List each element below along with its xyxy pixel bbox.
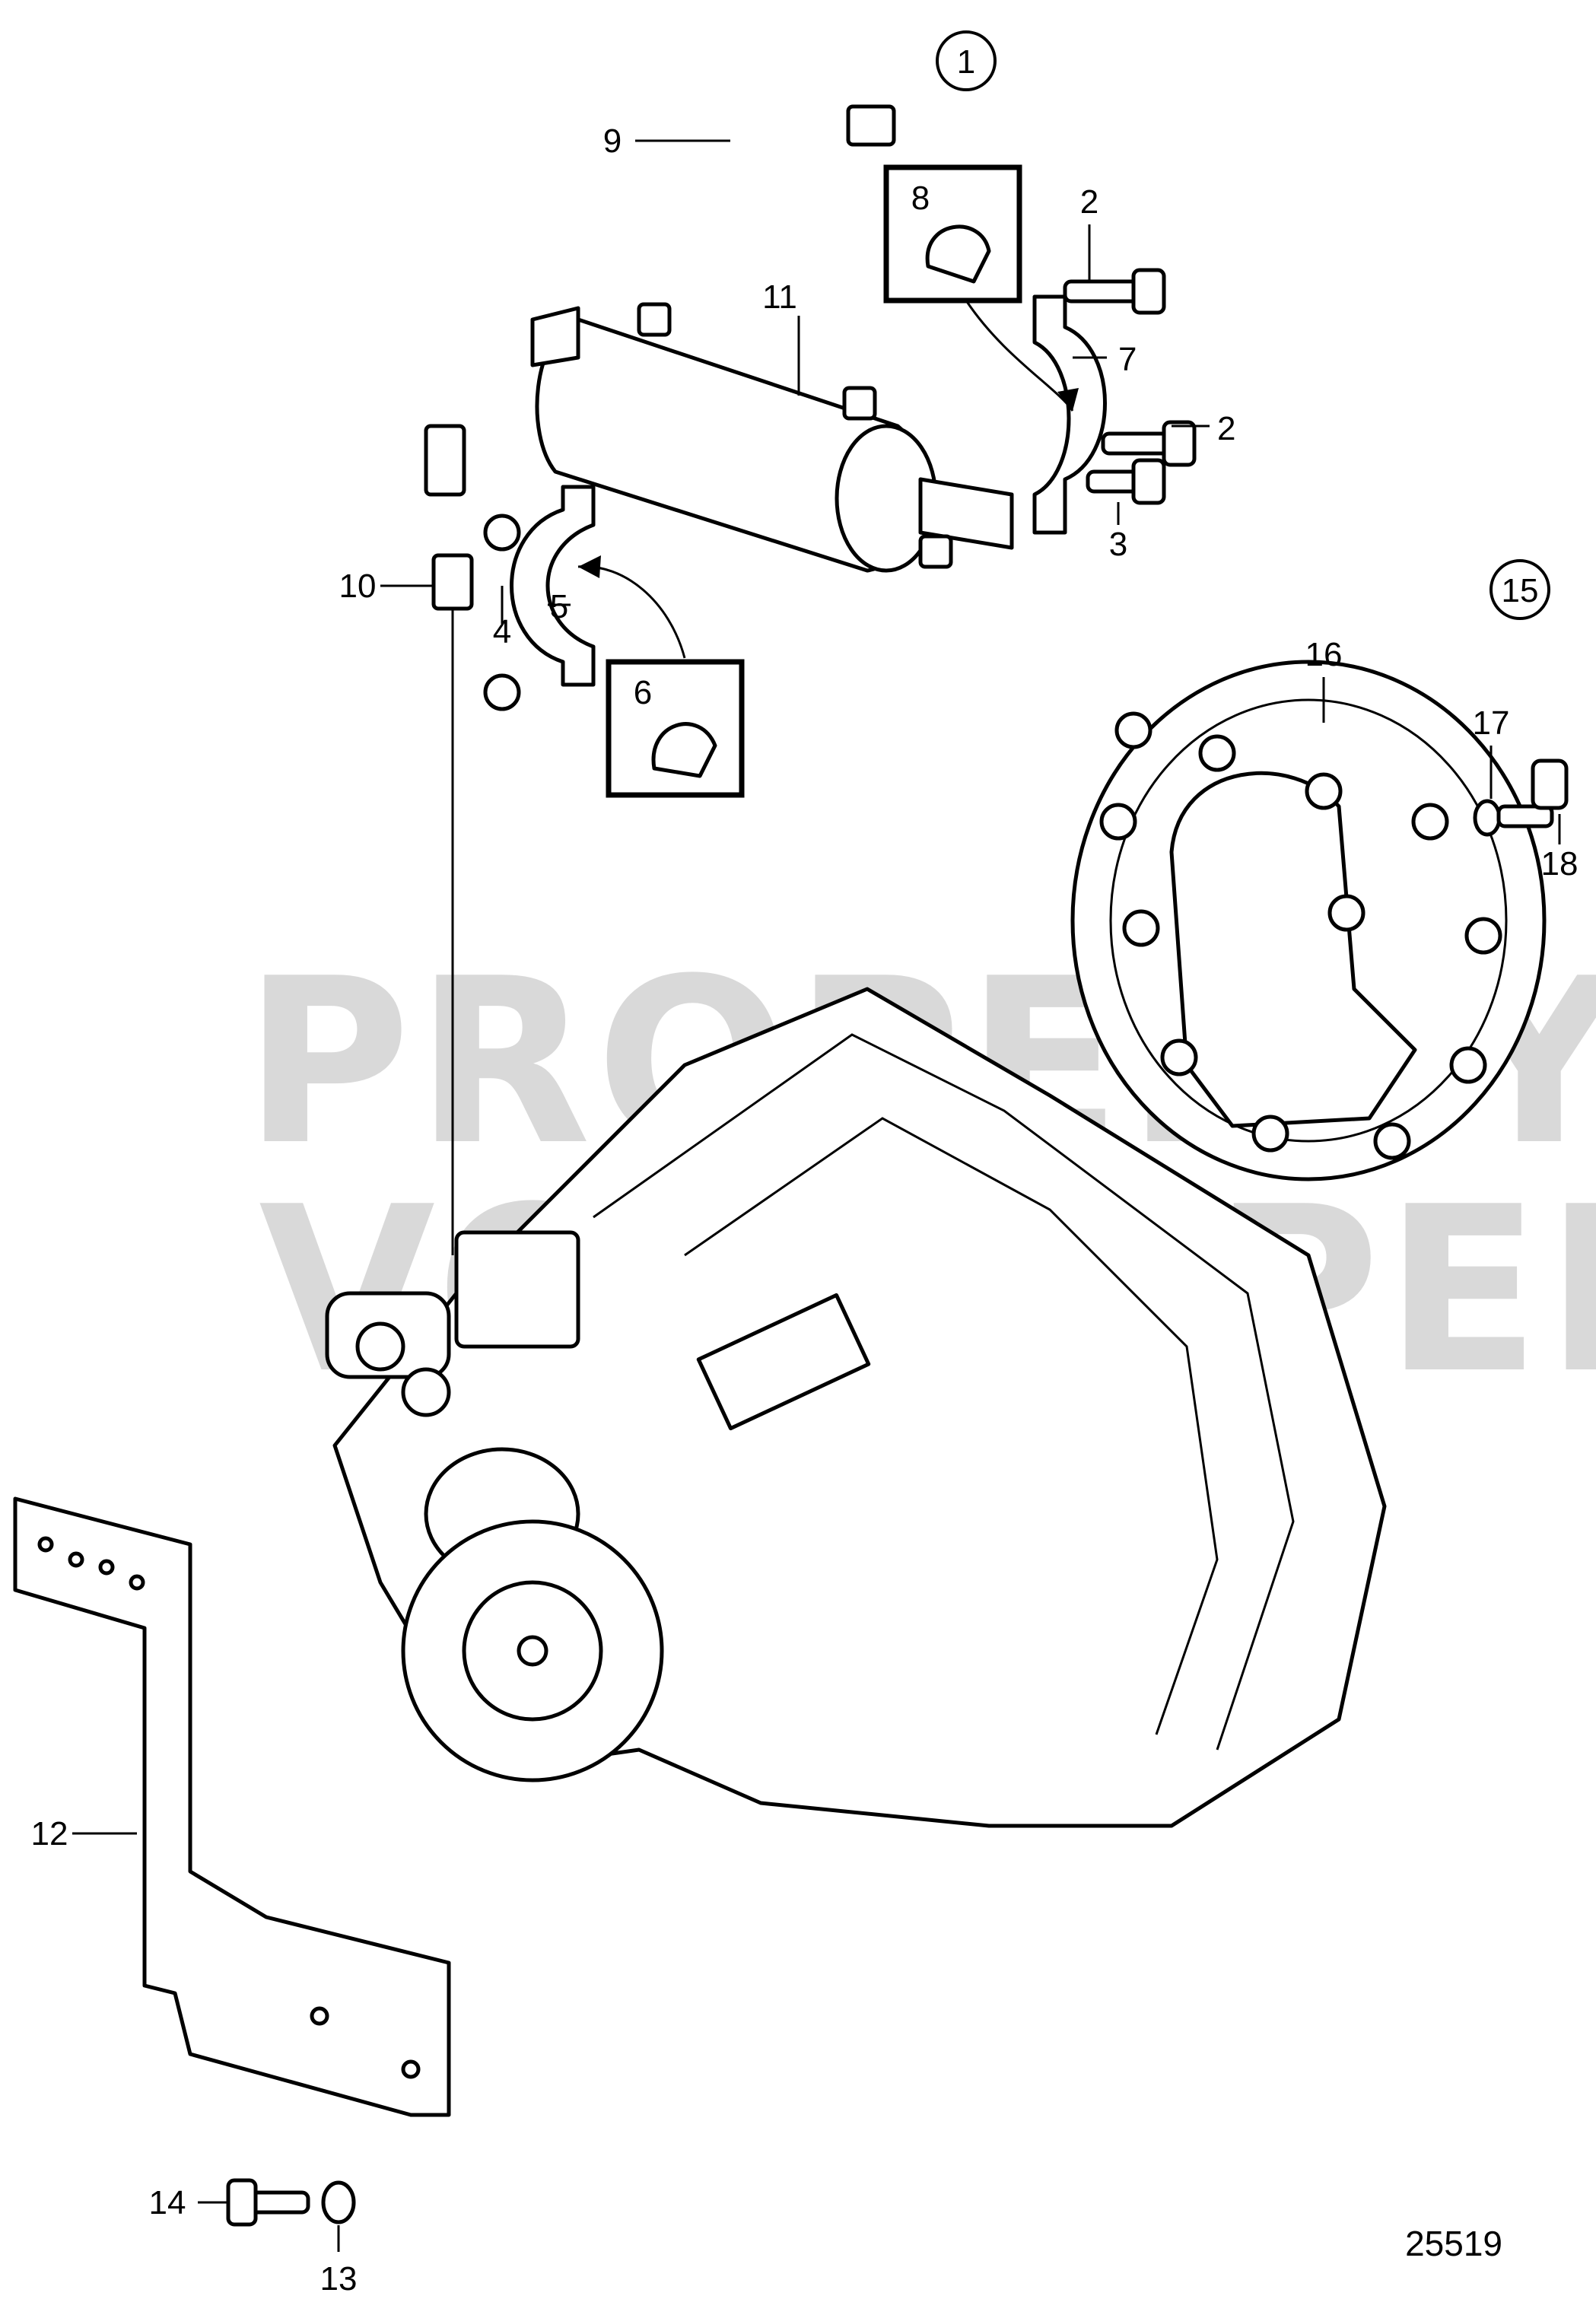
reverse-gear-housing xyxy=(325,987,1387,1828)
callout-18: 18 xyxy=(1541,845,1579,882)
adapter-plate xyxy=(1070,660,1547,1181)
leader-lines xyxy=(72,139,1561,2252)
nipple-fitting xyxy=(431,553,474,1255)
bracket-washer xyxy=(321,2180,356,2224)
callout-8: 8 xyxy=(911,180,930,217)
group-marker-1: 1 xyxy=(936,30,997,91)
group-marker-15-label: 15 xyxy=(1502,572,1539,609)
callout-13: 13 xyxy=(320,2260,358,2298)
callout-16: 16 xyxy=(1305,636,1343,673)
screws xyxy=(483,268,1197,711)
callout-9: 9 xyxy=(603,122,622,160)
clamp-upper xyxy=(1032,294,1107,535)
callouts: 9 2 2 3 4 5 6 7 8 10 11 12 13 14 16 17 1… xyxy=(31,122,1579,2298)
callout-12: 12 xyxy=(31,1815,68,1852)
callout-14: 14 xyxy=(149,2184,186,2221)
callout-5: 5 xyxy=(550,588,568,625)
detail-frame-8 xyxy=(883,164,1079,412)
oil-cooler xyxy=(530,302,1014,573)
callout-3: 3 xyxy=(1109,526,1127,563)
callout-11: 11 xyxy=(762,278,797,316)
callout-17: 17 xyxy=(1473,704,1510,742)
callout-2-upper: 2 xyxy=(1080,183,1098,221)
callout-2-lower: 2 xyxy=(1217,410,1235,447)
bracket xyxy=(13,1496,451,2117)
bracket-screw xyxy=(226,2178,310,2227)
detail-frame-6 xyxy=(577,555,745,798)
callout-10: 10 xyxy=(339,568,377,605)
oil-pipe xyxy=(424,46,896,497)
washer-and-screw xyxy=(1473,758,1569,837)
reference-number: 25519 xyxy=(1405,2224,1502,2263)
callout-6: 6 xyxy=(634,674,652,711)
group-marker-1-label: 1 xyxy=(957,43,975,81)
callout-7: 7 xyxy=(1118,341,1137,378)
clamp-lower xyxy=(510,485,596,687)
callout-4: 4 xyxy=(493,613,511,650)
group-marker-15: 15 xyxy=(1489,559,1550,620)
